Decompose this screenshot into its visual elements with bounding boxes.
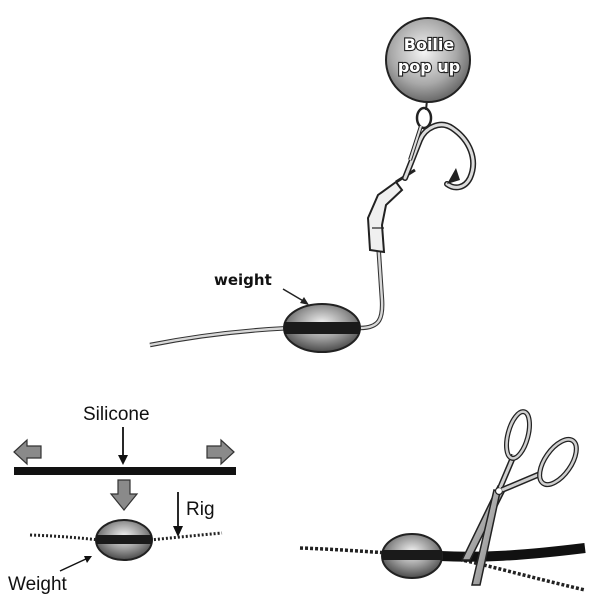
rig-label: Rig xyxy=(186,499,215,520)
boilie-pop-up: Boilie pop up xyxy=(385,17,471,111)
down-arrow-icon xyxy=(109,479,139,511)
weight-label-lower: Weight xyxy=(8,574,68,595)
cutting-weight xyxy=(381,533,443,579)
top-weight xyxy=(283,303,361,353)
bait-label-line1: Boilie xyxy=(404,35,455,54)
right-stretch-arrow xyxy=(206,438,235,466)
silicone-label: Silicone xyxy=(83,404,150,425)
cutting-panel xyxy=(299,409,586,592)
silicone-pointer-arrow xyxy=(118,427,128,465)
scissors-icon xyxy=(460,409,579,586)
silicone-panel: Silicone Rig Weight xyxy=(8,404,236,595)
bait-label-line2: pop up xyxy=(398,57,460,76)
top-rig: Boilie pop up weight xyxy=(149,17,477,353)
weight-label: weight xyxy=(214,271,272,289)
rig-line-right xyxy=(149,531,223,542)
hook-icon xyxy=(402,106,477,191)
panel-weight xyxy=(95,519,153,561)
anti-tangle-sleeve xyxy=(366,180,404,254)
weight-pointer-arrow xyxy=(282,288,309,305)
rig-line-left xyxy=(29,533,101,542)
weight-lower-pointer-arrow xyxy=(59,556,92,572)
silicone-tube xyxy=(14,467,236,475)
silicone-tube-cut xyxy=(439,543,586,562)
rig-pointer-arrow xyxy=(173,492,183,537)
left-stretch-arrow xyxy=(13,438,42,466)
